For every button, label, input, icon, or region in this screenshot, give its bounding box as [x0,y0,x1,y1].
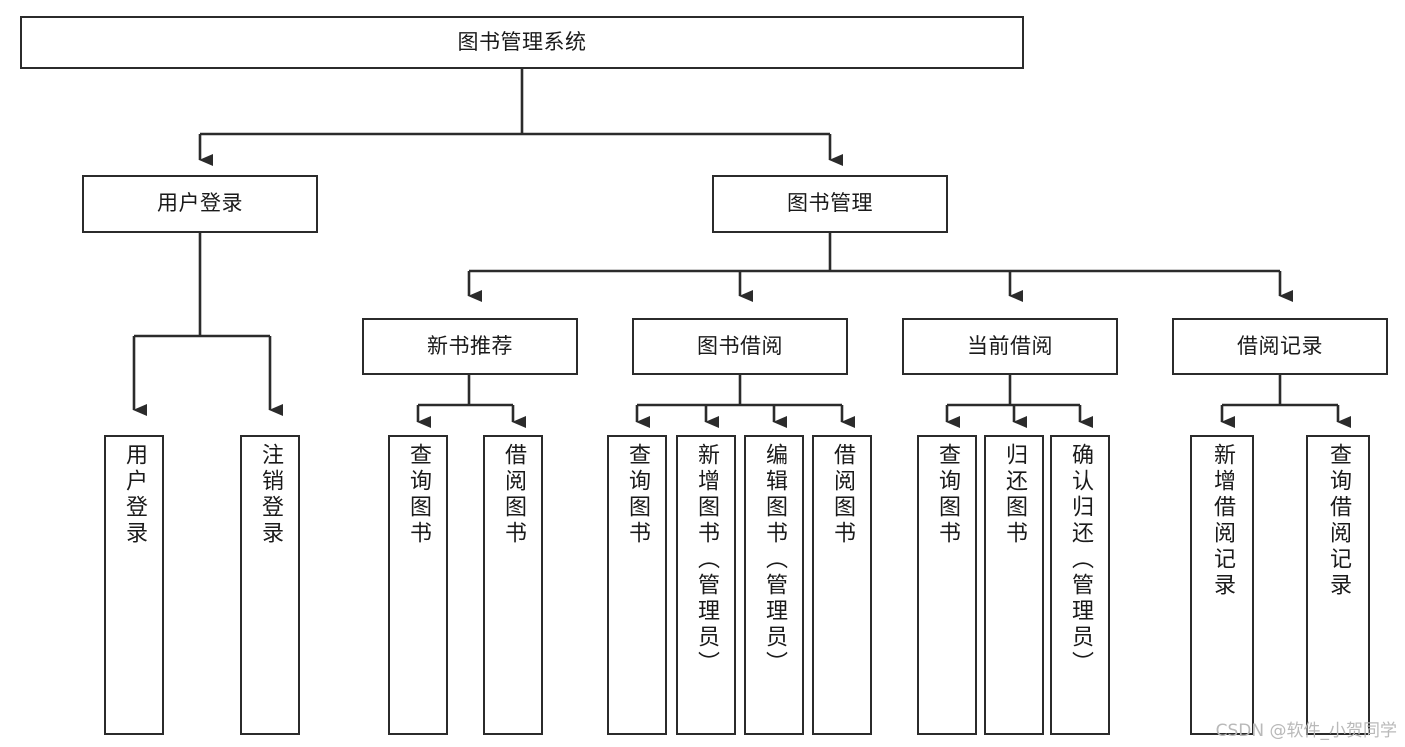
leaf-book-borrow-add-label: 新增图书（管理员） [694,443,719,677]
leaf-current-borrow-return-label: 归还图书 [1002,443,1027,547]
leaf-book-borrow-borrow-label: 借阅图书 [830,443,855,547]
leaf-book-borrow-query[interactable]: 查询图书 [607,435,667,735]
leaf-user-login-signout-label: 注销登录 [258,443,283,547]
leaf-user-login-signin-label: 用户登录 [122,443,147,547]
node-book-management-label: 图书管理 [787,191,873,216]
node-root-label: 图书管理系统 [457,29,587,54]
leaf-book-borrow-edit-label: 编辑图书（管理员） [762,443,787,677]
leaf-new-book-query-label: 查询图书 [406,443,431,547]
node-new-book-recommend[interactable]: 新书推荐 [362,318,578,375]
leaf-borrow-record-query-label: 查询借阅记录 [1326,443,1351,599]
leaf-current-borrow-confirm-label: 确认归还（管理员） [1068,443,1093,677]
leaf-book-borrow-add[interactable]: 新增图书（管理员） [676,435,736,735]
node-user-login-label: 用户登录 [157,191,243,216]
leaf-current-borrow-return[interactable]: 归还图书 [984,435,1044,735]
leaf-new-book-borrow-label: 借阅图书 [501,443,526,547]
leaf-book-borrow-borrow[interactable]: 借阅图书 [812,435,872,735]
leaf-user-login-signout[interactable]: 注销登录 [240,435,300,735]
node-user-login[interactable]: 用户登录 [82,175,318,233]
node-current-borrow-label: 当前借阅 [967,333,1053,358]
leaf-current-borrow-query[interactable]: 查询图书 [917,435,977,735]
node-root[interactable]: 图书管理系统 [20,16,1024,69]
leaf-user-login-signin[interactable]: 用户登录 [104,435,164,735]
leaf-borrow-record-add[interactable]: 新增借阅记录 [1190,435,1254,735]
node-book-management[interactable]: 图书管理 [712,175,948,233]
leaf-book-borrow-edit[interactable]: 编辑图书（管理员） [744,435,804,735]
leaf-book-borrow-query-label: 查询图书 [625,443,650,547]
leaf-borrow-record-add-label: 新增借阅记录 [1210,443,1235,599]
leaf-current-borrow-query-label: 查询图书 [935,443,960,547]
node-book-borrow[interactable]: 图书借阅 [632,318,848,375]
leaf-new-book-borrow[interactable]: 借阅图书 [483,435,543,735]
node-new-book-recommend-label: 新书推荐 [427,333,513,358]
leaf-new-book-query[interactable]: 查询图书 [388,435,448,735]
node-book-borrow-label: 图书借阅 [697,333,783,358]
leaf-current-borrow-confirm[interactable]: 确认归还（管理员） [1050,435,1110,735]
node-current-borrow[interactable]: 当前借阅 [902,318,1118,375]
node-borrow-record-label: 借阅记录 [1237,333,1323,358]
leaf-borrow-record-query[interactable]: 查询借阅记录 [1306,435,1370,735]
node-borrow-record[interactable]: 借阅记录 [1172,318,1388,375]
